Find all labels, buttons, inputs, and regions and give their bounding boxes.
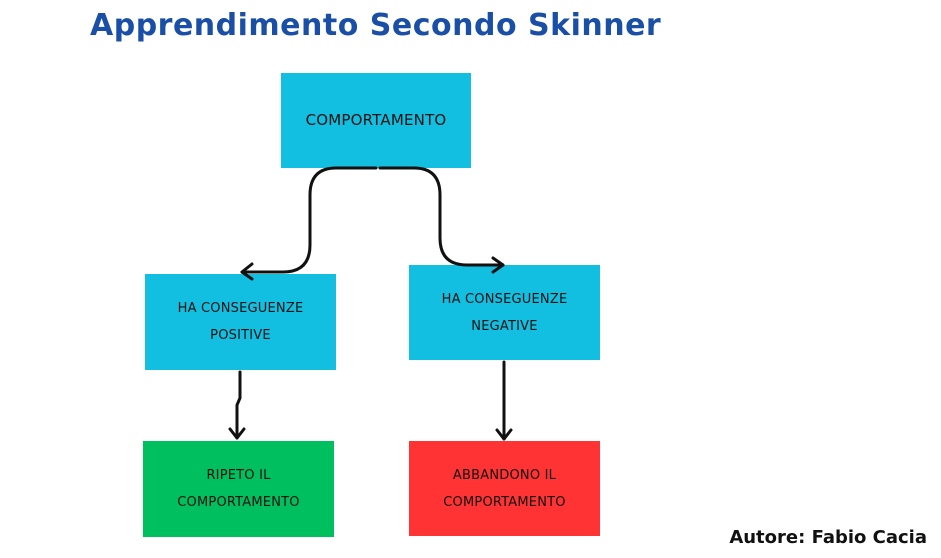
arrow-root-to-positive bbox=[240, 166, 378, 274]
node-conseguenze-negative: HA CONSEGUENZE NEGATIVE bbox=[409, 265, 600, 360]
node-positive-line2: POSITIVE bbox=[210, 328, 271, 343]
arrow-positive-to-repeat bbox=[235, 370, 242, 440]
arrowhead-positive bbox=[240, 262, 254, 281]
arrowhead-abandon bbox=[495, 428, 513, 441]
author-credit: Autore: Fabio Cacia bbox=[729, 527, 927, 548]
arrow-root-to-negative bbox=[378, 166, 505, 267]
node-abandon-line2: COMPORTAMENTO bbox=[443, 494, 566, 510]
node-repeat-line2: COMPORTAMENTO bbox=[177, 495, 300, 510]
node-comportamento: COMPORTAMENTO bbox=[281, 73, 471, 168]
arrowhead-repeat bbox=[228, 427, 246, 440]
node-comportamento-label: COMPORTAMENTO bbox=[305, 111, 447, 129]
node-ripeto: RIPETO IL COMPORTAMENTO bbox=[143, 441, 334, 537]
node-conseguenze-positive: HA CONSEGUENZE POSITIVE bbox=[145, 274, 336, 370]
node-abbandono: ABBANDONO IL COMPORTAMENTO bbox=[409, 441, 600, 536]
node-abandon-line1: ABBANDONO IL bbox=[452, 467, 557, 483]
node-negative-line1: HA CONSEGUENZE bbox=[441, 291, 568, 307]
node-positive-line1: HA CONSEGUENZE bbox=[177, 301, 304, 316]
diagram-title: Apprendimento Secondo Skinner bbox=[90, 8, 662, 43]
node-repeat-line1: RIPETO IL bbox=[206, 468, 271, 483]
arrowhead-negative bbox=[491, 256, 505, 274]
node-negative-line2: NEGATIVE bbox=[471, 318, 538, 334]
